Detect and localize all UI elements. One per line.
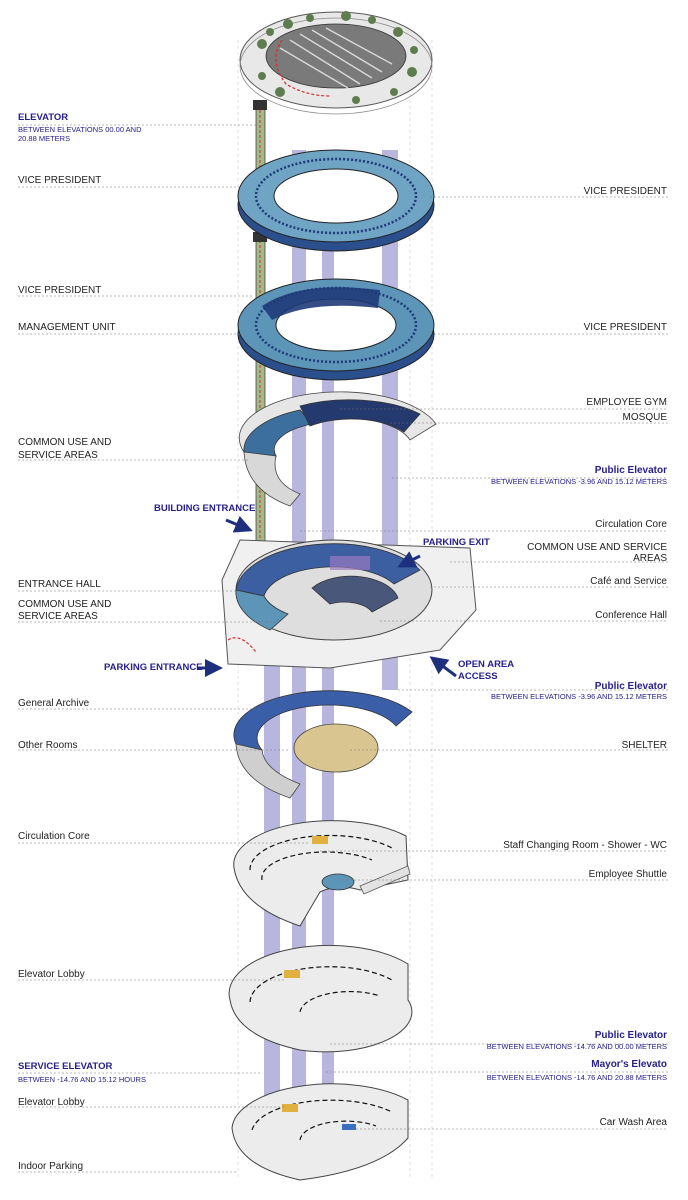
label-cafe-service: Café and Service [590,576,667,587]
label-entrance-hall: ENTRANCE HALL [18,579,101,590]
label-public-elevator-1-sub: BETWEEN ELEVATIONS -3.96 AND 15.12 METER… [490,477,667,486]
label-conference-hall: Conference Hall [595,610,667,621]
label-shelter: SHELTER [621,740,667,751]
label-general-archive: General Archive [18,698,90,709]
roof-trees [257,11,418,104]
label-common-use-1b: SERVICE AREAS [18,450,98,461]
label-circulation-core-1: Circulation Core [595,519,667,530]
label-other-rooms: Other Rooms [18,740,78,751]
leader-lines [18,124,668,1173]
label-service-elevator: SERVICE ELEVATOR [18,1061,113,1072]
gym-mosque-level [238,391,437,507]
label-service-elevator-sub: BETWEEN -14.76 AND 15.12 HOURS [18,1075,146,1084]
archive-shelter-level [233,690,413,799]
entrance-level [221,539,477,669]
parking-level [231,1083,409,1181]
label-public-elevator-2-sub: BETWEEN ELEVATIONS -3.96 AND 15.12 METER… [490,692,667,701]
label-vice-president-right-2: VICE PRESIDENT [583,322,667,333]
label-vice-president-left-2: VICE PRESIDENT [18,285,102,296]
label-vice-president-left-1: VICE PRESIDENT [18,175,102,186]
label-circulation-core-2: Circulation Core [18,831,90,842]
label-common-use-1a: COMMON USE AND [18,437,112,448]
label-common-use-right-b: AREAS [633,553,667,564]
label-public-elevator-3-sub: BETWEEN ELEVATIONS -14.76 AND 00.00 METE… [486,1042,667,1051]
label-common-use-2a: COMMON USE AND [18,599,112,610]
label-mayors-elevator: Mayor's Elevato [591,1059,667,1070]
parking-exit-arrow [397,551,421,568]
label-elevator-lobby-2: Elevator Lobby [18,1097,85,1108]
elevator-sub-2: 20.88 METERS [18,134,71,143]
label-vice-president-right-1: VICE PRESIDENT [583,186,667,197]
label-public-elevator-1: Public Elevator [594,465,667,476]
label-employee-gym: EMPLOYEE GYM [586,397,667,408]
elevator-sub-1: BETWEEN ELEVATIONS 00.00 AND [18,125,142,134]
label-mosque: MOSQUE [622,412,667,423]
label-building-entrance: BUILDING ENTRANCE [154,503,256,514]
label-public-elevator-2: Public Elevator [594,681,667,692]
label-parking-exit: PARKING EXIT [423,537,490,548]
shuttle-level [233,820,411,927]
label-common-use-2b: SERVICE AREAS [18,611,98,622]
vp-ring-1 [237,149,435,252]
label-common-use-right-a: COMMON USE AND SERVICE [527,542,667,553]
label-staff-changing: Staff Changing Room - Shower - WC [503,840,667,851]
elevator-title: ELEVATOR [18,112,69,123]
building-entrance-arrow [225,515,253,533]
access-arrows [198,515,457,678]
label-open-area-a: OPEN AREA [458,659,515,670]
label-management-unit: MANAGEMENT UNIT [18,322,116,333]
label-public-elevator-3: Public Elevator [594,1030,667,1041]
open-area-arrow [429,656,457,678]
roof-level [239,11,433,115]
label-car-wash: Car Wash Area [599,1117,667,1128]
label-employee-shuttle: Employee Shuttle [588,869,667,880]
label-open-area-b: ACCESS [458,671,498,682]
label-indoor-parking: Indoor Parking [18,1161,84,1172]
label-mayors-elevator-sub: BETWEEN ELEVATIONS -14.76 AND 20.88 METE… [486,1073,667,1082]
label-parking-entrance: PARKING ENTRANCE [104,662,203,673]
lobby-level-1 [228,944,413,1053]
label-elevator-lobby-1: Elevator Lobby [18,969,85,980]
vp-ring-2 [237,278,435,381]
